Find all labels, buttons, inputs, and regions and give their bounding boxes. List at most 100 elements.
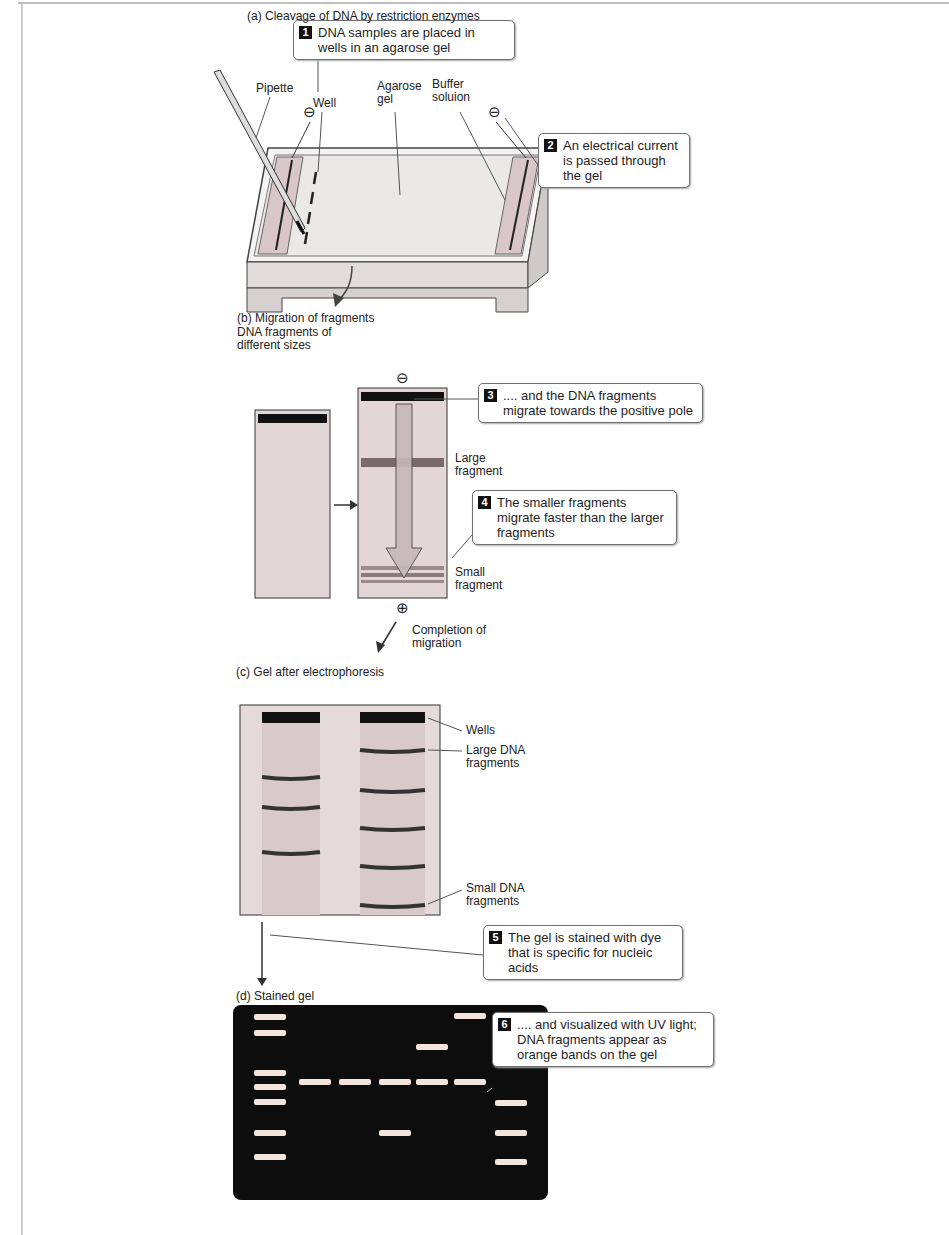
dna-band <box>454 1079 486 1085</box>
part-label: Large DNA fragments <box>466 744 546 770</box>
dna-band <box>360 905 425 907</box>
leader-line <box>395 112 400 195</box>
flow-arrow <box>261 922 263 978</box>
dna-band <box>495 1130 527 1136</box>
callout-number: 2 <box>544 139 557 152</box>
part-label: Agarose gel <box>377 80 432 106</box>
callout-box: 2An electrical current is passed through… <box>538 133 690 188</box>
part-label: DNA fragments of different sizes <box>237 326 347 352</box>
dna-band <box>360 828 425 830</box>
dna-band <box>379 1079 411 1085</box>
flow-arrow <box>340 266 352 299</box>
part-label: Small DNA fragments <box>466 882 546 908</box>
dna-band <box>254 1070 286 1076</box>
dna-band <box>495 1100 527 1106</box>
callout-text: The smaller fragments migrate faster tha… <box>497 495 669 540</box>
arrow-head <box>257 978 267 986</box>
dna-band <box>254 1130 286 1136</box>
callout-box: 1 DNA samples are placed in wells in an a… <box>293 20 515 60</box>
well <box>361 392 444 401</box>
polarity-sign: ⊖ <box>303 104 316 120</box>
arrow-head <box>376 641 385 653</box>
polarity-sign: ⊖ <box>396 370 409 386</box>
callout-text: DNA samples are placed in wells in an ag… <box>318 25 507 55</box>
dna-band <box>339 1079 371 1085</box>
dna-band <box>416 1044 448 1050</box>
part-label: Completion of migration <box>412 624 490 650</box>
dna-band <box>299 1079 331 1085</box>
dna-band <box>262 777 320 779</box>
leader-line <box>428 750 462 751</box>
dna-band <box>254 1154 286 1160</box>
gel-lane <box>262 712 320 915</box>
tray-front <box>247 262 528 288</box>
callout-text: The gel is stained with dye that is spec… <box>508 930 675 975</box>
well <box>308 212 310 224</box>
leader-line <box>318 60 319 92</box>
callout-number: 6 <box>498 1018 511 1031</box>
part-label: Wells <box>466 724 495 737</box>
polarity-sign: ⊖ <box>488 104 501 120</box>
buffer-chamber <box>258 157 303 254</box>
page-edge <box>21 3 23 1235</box>
leader-line <box>414 399 478 400</box>
callout-number: 3 <box>484 389 497 402</box>
dna-band <box>254 1084 286 1090</box>
part-label: (c) Gel after electrophoresis <box>236 666 384 679</box>
band-group <box>254 1013 527 1165</box>
callout-text: .... and the DNA fragments migrate towar… <box>503 388 695 418</box>
dna-band <box>360 790 425 792</box>
well <box>305 232 307 244</box>
well <box>314 172 316 184</box>
callout-box: 6 .... and visualized with UV light; DNA … <box>492 1012 714 1067</box>
dna-band <box>379 1130 411 1136</box>
well <box>262 712 320 723</box>
callout-number: 1 <box>299 26 312 39</box>
electrode <box>510 160 528 250</box>
leader-line <box>428 718 462 731</box>
callout-box: 5 The gel is stained with dye that is spe… <box>483 925 683 980</box>
dna-band <box>254 1030 286 1036</box>
callout-box: 4 The smaller fragments migrate faster th… <box>472 490 677 545</box>
part-label: (a) Cleavage of DNA by restriction enzym… <box>247 10 480 23</box>
part-label: Small fragment <box>455 566 517 592</box>
part-label: (d) Stained gel <box>236 990 314 1003</box>
migration-arrow <box>386 404 422 578</box>
part-label: Large fragment <box>455 452 517 478</box>
polarity-sign: ⊕ <box>396 600 409 616</box>
gel-strip <box>358 388 447 598</box>
callout-number: 4 <box>478 496 491 509</box>
gel-lane <box>360 712 425 915</box>
dna-band <box>254 1099 286 1105</box>
well <box>311 192 313 204</box>
leader-line <box>318 112 322 172</box>
leader-line <box>487 1088 492 1092</box>
dna-band <box>416 1079 448 1085</box>
tray-base <box>247 288 528 312</box>
callout-box: 3 .... and the DNA fragments migrate towa… <box>478 383 703 423</box>
dna-band <box>361 580 444 583</box>
agarose-gel <box>254 155 541 256</box>
arrow-head <box>333 293 344 307</box>
part-label: Well <box>313 97 336 110</box>
part-label: Pipette <box>256 82 293 95</box>
dna-band <box>262 852 320 854</box>
leader-line <box>256 97 270 138</box>
gel <box>240 705 440 915</box>
callout-number: 5 <box>489 931 502 944</box>
leader-line <box>452 535 472 558</box>
part-label: (b) Migration of fragments <box>237 312 374 325</box>
flow-arrow <box>382 622 396 645</box>
dna-band <box>262 807 320 809</box>
leader-line <box>428 890 462 904</box>
leader-line <box>505 118 538 165</box>
part-label: Buffer soluion <box>432 78 487 104</box>
dna-band <box>495 1159 527 1165</box>
electrode-wire <box>292 122 310 158</box>
callout-text: .... and visualized with UV light; DNA f… <box>517 1017 706 1062</box>
well <box>360 712 425 723</box>
flow-arrow <box>334 504 350 506</box>
